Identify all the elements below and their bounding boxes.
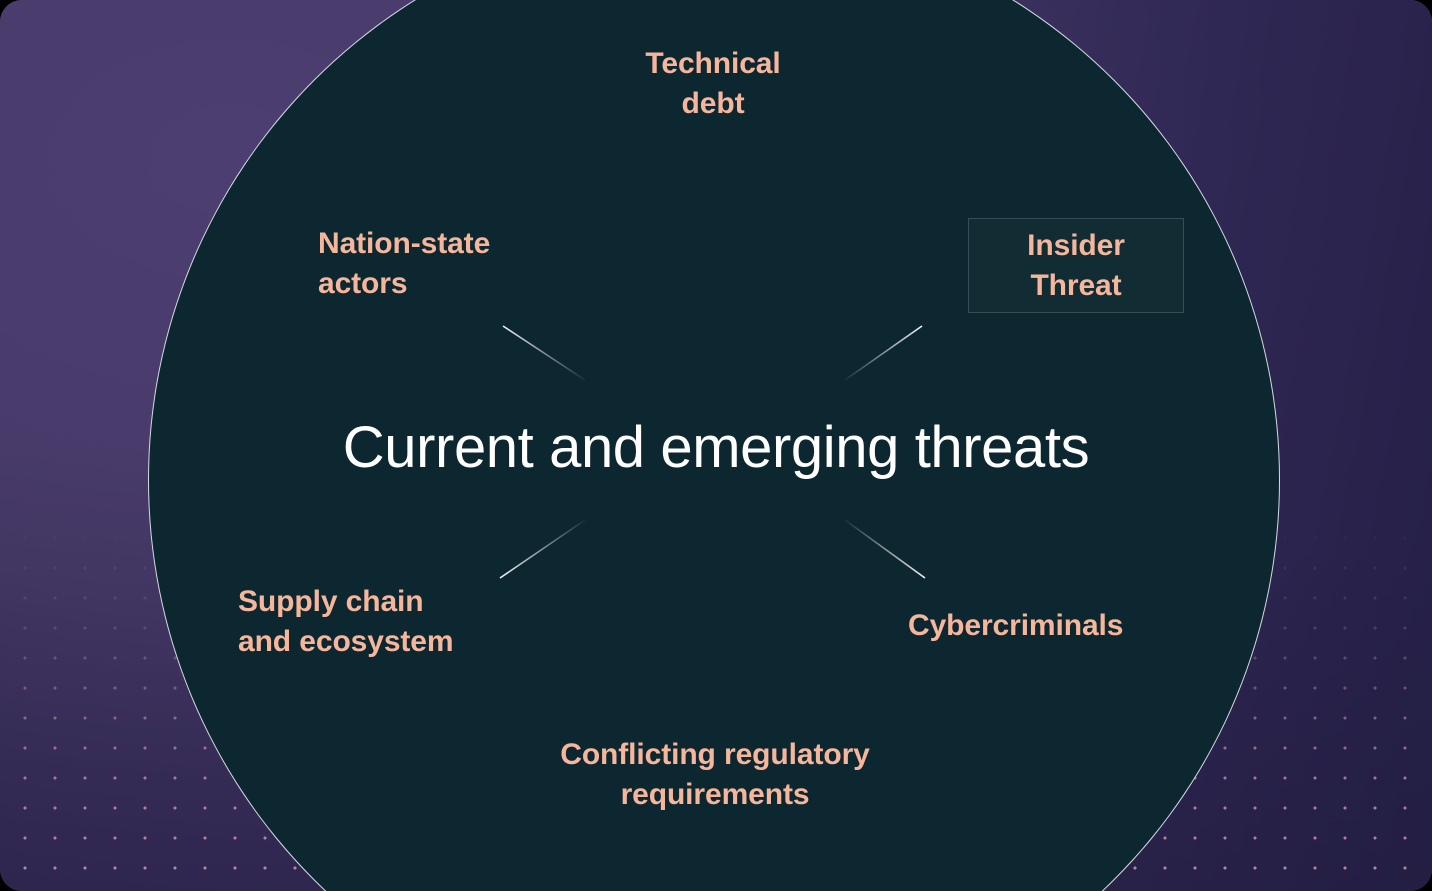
threat-label-cybercriminals[interactable]: Cybercriminals (908, 609, 1124, 642)
threat-label-technical-debt[interactable]: Technical debt (645, 47, 781, 120)
threat-label-supply-chain-and-ecosystem[interactable]: Supply chain and ecosystem (238, 585, 454, 658)
center-title: Current and emerging threats (342, 415, 1090, 481)
threat-label-conflicting-regulatory-requirements[interactable]: Conflicting regulatory requirements (560, 738, 870, 811)
threat-label-nation-state-actors[interactable]: Nation-state actors (318, 227, 491, 300)
threat-label-insider-threat[interactable]: Insider Threat (968, 218, 1184, 313)
central-circle (148, 0, 1280, 891)
